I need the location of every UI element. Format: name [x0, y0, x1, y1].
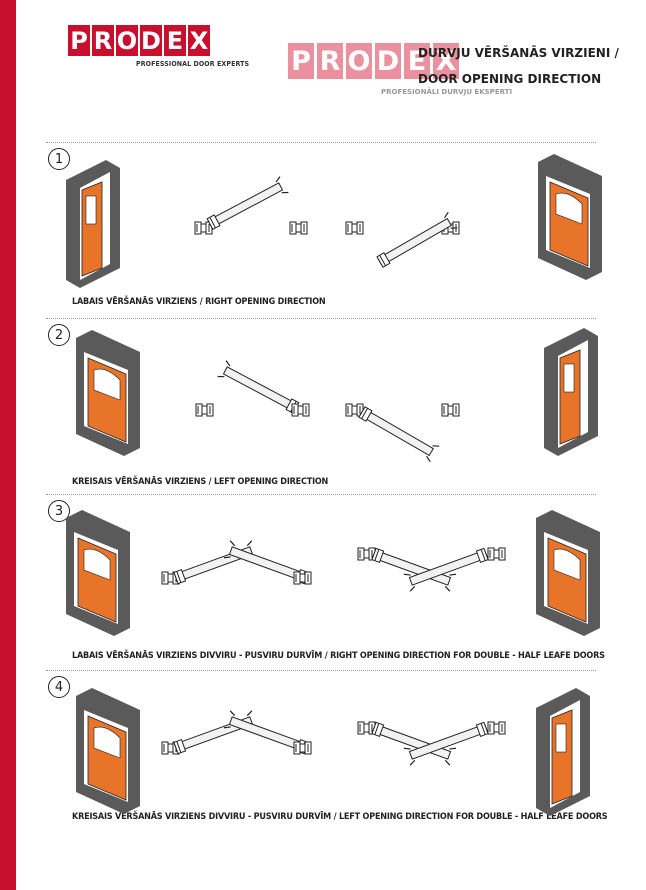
door-closed-icon — [537, 153, 603, 281]
logo-tagline-lv: PROFESIONĀLI DURVJU EKSPERTI — [381, 88, 513, 96]
double-door-icon — [535, 509, 601, 637]
logo-tagline: PROFESSIONAL DOOR EXPERTS — [136, 60, 250, 68]
door-leaf-plan-icon — [172, 540, 259, 588]
section-divider — [46, 142, 596, 143]
prodex-watermark-logo: P R O D E X — [288, 43, 462, 79]
section-number: 3 — [48, 500, 70, 522]
logo-letter: D — [375, 43, 401, 79]
section-divider — [46, 494, 596, 495]
hinge-plan-icon — [291, 403, 310, 417]
double-door-open-left-icon — [75, 687, 141, 815]
section-number: 4 — [48, 676, 70, 698]
double-door-open-icon — [65, 509, 131, 637]
logo-letter: X — [433, 43, 459, 79]
logo-letter: O — [346, 43, 372, 79]
hinge-plan-icon — [293, 571, 312, 585]
logo-letter: O — [116, 25, 138, 56]
logo-letter: R — [317, 43, 343, 79]
title-line-en: DOOR OPENING DIRECTION — [418, 72, 602, 86]
hinge-plan-icon — [293, 741, 312, 755]
prodex-logo: P R O D E X — [68, 25, 212, 56]
door-leaf-plan-icon — [374, 211, 458, 271]
section-number: 2 — [48, 324, 70, 346]
hinge-plan-icon — [289, 221, 308, 235]
hinge-plan-icon — [441, 403, 460, 417]
door-open-right-icon — [65, 159, 121, 289]
logo-letter: E — [164, 25, 186, 56]
hinge-plan-icon — [487, 721, 506, 735]
section-caption: LABAIS VĒRŠANĀS VIRZIENS DIVVIRU - PUSVI… — [72, 651, 605, 661]
door-leaf-plan-icon — [217, 360, 301, 417]
section-divider — [46, 670, 596, 671]
section-caption: KREISAIS VĒRŠANĀS VIRZIENS DIVVIRU - PUS… — [72, 812, 608, 822]
section-caption: LABAIS VĒRŠANĀS VIRZIENS / RIGHT OPENING… — [72, 297, 326, 307]
logo-letter: X — [188, 25, 210, 56]
door-leaf-plan-icon — [172, 710, 259, 758]
page-title: DURVJU VĒRŠANĀS VIRZIENI / DOOR OPENING … — [418, 40, 619, 92]
logo-letter: P — [288, 43, 314, 79]
hinge-plan-icon — [487, 547, 506, 561]
logo-letter: P — [68, 25, 90, 56]
door-side-icon — [543, 327, 599, 457]
hinge-plan-icon — [195, 403, 214, 417]
door-leaf-plan-icon — [356, 403, 440, 463]
section-caption: KREISAIS VĒRŠANĀS VIRZIENS / LEFT OPENIN… — [72, 477, 329, 487]
title-line-lv: DURVJU VĒRŠANĀS VIRZIENI / — [418, 46, 619, 60]
logo-letter: D — [140, 25, 162, 56]
section-divider — [46, 318, 596, 319]
logo-letter: R — [92, 25, 114, 56]
double-door-side-icon — [535, 687, 591, 817]
brand-red-bar — [0, 0, 16, 890]
door-leaf-plan-icon — [205, 176, 289, 233]
door-open-left-icon — [75, 329, 141, 457]
logo-letter: E — [404, 43, 430, 79]
section-number: 1 — [48, 148, 70, 170]
hinge-plan-icon — [345, 221, 364, 235]
